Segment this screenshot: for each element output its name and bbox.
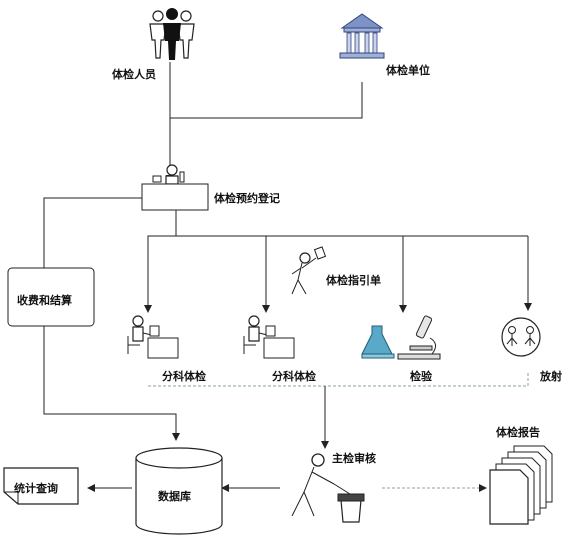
label-exam-unit: 体检单位 xyxy=(386,63,430,77)
edge-registration-trunk xyxy=(175,208,528,237)
label-registration: 体检预约登记 xyxy=(214,191,280,205)
building-icon xyxy=(339,13,385,59)
doctor-desk-icon xyxy=(127,315,179,359)
walking-person-icon xyxy=(291,246,327,295)
label-dept-exam-2: 分科体检 xyxy=(272,369,316,383)
edge-to-dept1 xyxy=(144,235,176,313)
registration-desk-icon xyxy=(141,164,209,211)
label-guide-sheet: 体检指引单 xyxy=(326,273,381,287)
label-stats-query: 统计查询 xyxy=(14,481,58,495)
fee-settlement-box xyxy=(7,267,95,327)
doctor-desk-icon xyxy=(243,315,295,359)
label-chief-review: 主检审核 xyxy=(332,451,376,465)
connectors xyxy=(43,62,532,492)
edge-reg-to-fee xyxy=(43,197,142,268)
label-exam-person: 体检人员 xyxy=(112,67,156,81)
edge-exams-bottom xyxy=(148,372,529,387)
people-group-icon xyxy=(149,8,195,60)
lab-flask-icon xyxy=(361,325,395,359)
label-dept-exam-1: 分科体检 xyxy=(162,369,206,383)
edge-fee-to-db xyxy=(43,326,180,441)
edge-unit-to-merge xyxy=(170,82,363,119)
microscope-icon xyxy=(397,315,441,360)
label-fee-settlement: 收费和结算 xyxy=(17,293,72,307)
stats-query-box xyxy=(3,467,79,505)
label-exam-report: 体检报告 xyxy=(496,425,540,439)
radiology-icon xyxy=(501,317,541,357)
database-icon xyxy=(135,447,223,535)
label-lab-test: 检验 xyxy=(410,369,433,383)
label-radiology: 放射 xyxy=(539,369,562,383)
label-database: 数据库 xyxy=(158,489,191,503)
reviewer-person-icon xyxy=(291,453,365,523)
report-documents-icon xyxy=(489,445,553,525)
